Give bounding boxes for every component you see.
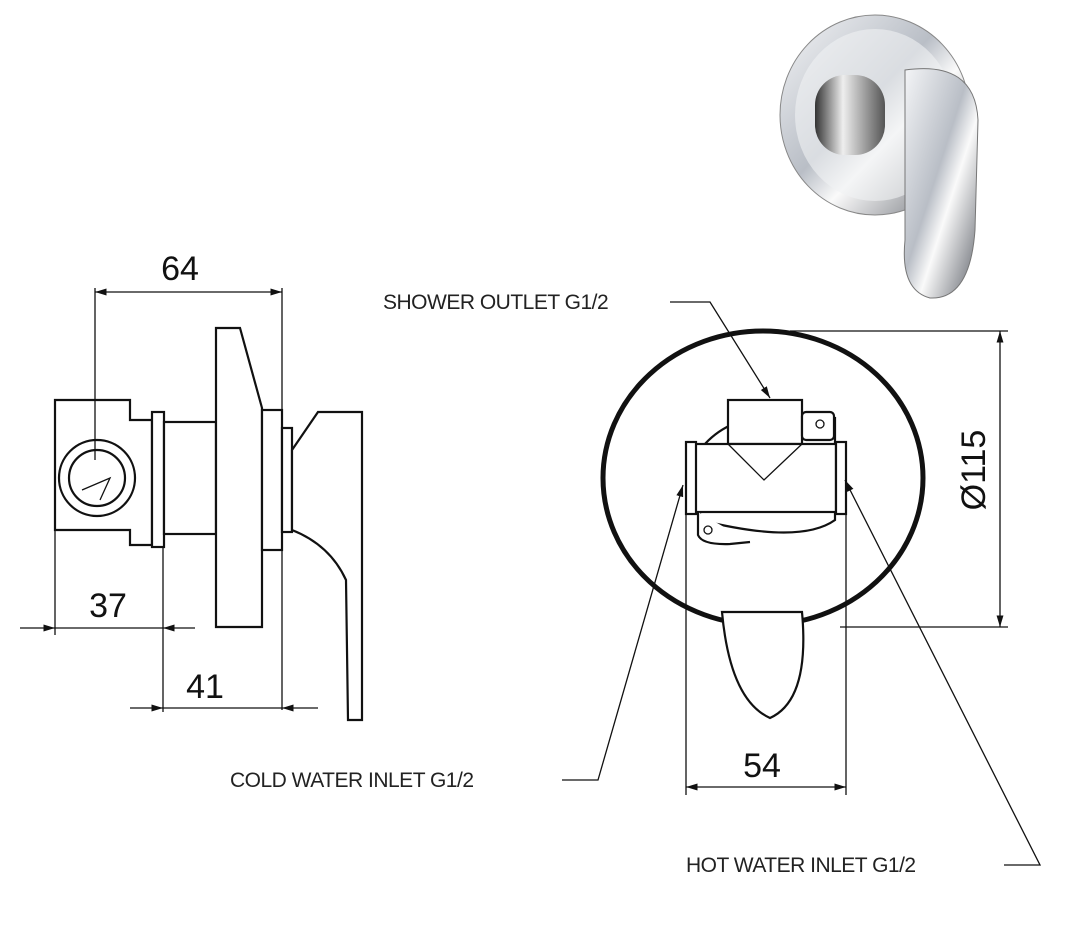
dim-inlet-offset: 37 bbox=[89, 587, 127, 625]
dim-plate-diameter: Ø115 bbox=[955, 430, 993, 511]
dim-overall-depth: 64 bbox=[161, 250, 199, 288]
label-shower-outlet: SHOWER OUTLET G1/2 bbox=[383, 291, 608, 314]
label-cold-inlet: COLD WATER INLET G1/2 bbox=[230, 769, 474, 792]
dim-handle-projection: 41 bbox=[186, 668, 224, 706]
dimension-lines bbox=[20, 288, 1042, 866]
side-view bbox=[53, 326, 364, 722]
label-hot-inlet: HOT WATER INLET G1/2 bbox=[686, 854, 916, 877]
front-view bbox=[600, 328, 926, 720]
dim-body-width: 54 bbox=[743, 747, 781, 785]
product-photo bbox=[779, 14, 979, 299]
